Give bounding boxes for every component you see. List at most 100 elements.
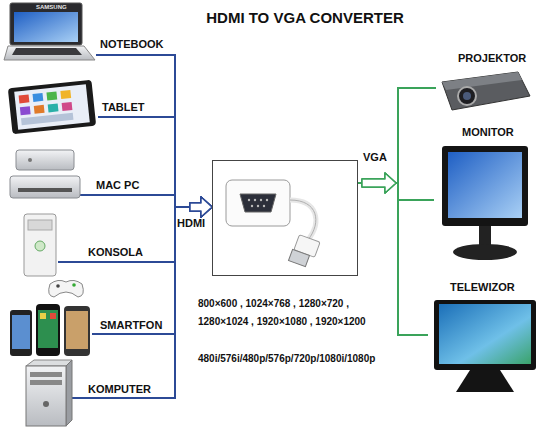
device-label-box: TABLET [4, 78, 148, 134]
console-icon-part [72, 283, 76, 287]
display-label-box: PROJEKTOR [436, 50, 532, 114]
display-label-box: MONITOR [434, 124, 534, 264]
projector-icon-part [458, 87, 476, 105]
connector [148, 117, 212, 217]
device-wire-part [96, 54, 175, 56]
converter-box: HDMIVGA [212, 160, 358, 276]
projector-icon-part [463, 92, 471, 100]
bus-line [167, 55, 192, 207]
console-icon-part [28, 220, 52, 230]
brand-label: SAMSUNG [36, 4, 67, 11]
converter-adapter-part [266, 199, 268, 201]
connector [358, 173, 428, 335]
device-name: NOTEBOOK [100, 38, 164, 51]
device-label-box: KOMPUTER [18, 362, 154, 426]
connector [154, 197, 212, 398]
device-label-box: SMARTFON [8, 302, 166, 360]
device-label-box: MAC PC [8, 148, 143, 200]
converter-adapter [226, 180, 320, 267]
connector [358, 88, 436, 193]
smartphone-icon-part [36, 304, 60, 356]
projector-icon [442, 72, 530, 110]
mac-pc-icon [10, 150, 80, 198]
arrow-head [190, 197, 212, 217]
signal-label: HDMI [177, 217, 205, 230]
tablet-icon-part [60, 90, 71, 99]
smartphone-icon-part [38, 310, 58, 348]
arrow-head [362, 173, 396, 193]
converter-adapter-part [226, 180, 290, 226]
laptop-icon [4, 3, 95, 60]
resolution-list: 800×600 , 1024×768 , 1280×720 , [198, 298, 349, 310]
console-icon-part [24, 214, 56, 276]
device-name: KONSOLA [88, 246, 143, 259]
monitor-icon-part [442, 146, 528, 226]
resolution-list: 1280×1024 , 1920×1080 , 1920×1200 [198, 316, 366, 328]
smartphone-icon-part [50, 313, 56, 319]
converter-adapter-part [240, 194, 276, 212]
diagram-title: HDMI TO VGA CONVERTER [160, 9, 450, 27]
mac-pc-icon-part [28, 158, 32, 162]
console-icon-part [49, 280, 84, 297]
connector [358, 173, 434, 200]
device-name: SMARTFON [100, 319, 162, 332]
bus-line [148, 117, 192, 207]
tablet-icon-part [14, 84, 90, 129]
laptop-icon-part [12, 48, 82, 55]
smartphone-icon-part [40, 313, 46, 319]
arrow-head [362, 173, 396, 193]
converter-adapter-part [260, 199, 262, 201]
laptop-icon-part [4, 46, 95, 60]
tablet-icon-part [62, 102, 73, 111]
device-name: PROJEKTOR [458, 52, 526, 65]
mac-pc-icon-part [16, 150, 74, 170]
laptop-icon-part [14, 12, 78, 42]
tablet-icon-part [46, 91, 57, 100]
television-icon [434, 300, 536, 392]
signal-label: VGA [363, 151, 387, 164]
arrow-head [190, 197, 212, 217]
television-icon-part [434, 300, 536, 370]
device-name: TABLET [102, 101, 145, 114]
bus-line [358, 183, 428, 335]
arrow-head [190, 197, 212, 217]
bus-line [154, 207, 192, 398]
bus-line [146, 207, 192, 262]
converter-adapter-part [257, 205, 259, 207]
computer-icon-part [30, 380, 62, 385]
converter-adapter-part [248, 199, 250, 201]
device-name: MONITOR [462, 126, 514, 139]
display-label-box: TELEWIZOR [428, 279, 538, 399]
tablet-icon-part [34, 105, 45, 114]
mac-pc-icon-part [18, 188, 72, 192]
video-mode-list: 480i/576i/480p/576p/720p/1080i/1080p [198, 353, 375, 365]
converter-adapter-part [251, 205, 253, 207]
monitor-icon-part [448, 152, 522, 218]
converter-adapter-part [254, 199, 256, 201]
smartphone-icon-part [12, 315, 30, 349]
converter-adapter-part [290, 200, 316, 240]
device-name: TELEWIZOR [450, 281, 515, 294]
converter-adapter-part [290, 200, 316, 240]
laptop-icon-part [10, 3, 82, 45]
converter-adapter-part [288, 249, 309, 266]
device-name: KOMPUTER [88, 383, 151, 396]
smartphone-icon-part [10, 310, 32, 356]
computer-icon-part [30, 372, 62, 377]
bus-line [143, 195, 192, 207]
console-icon-part [35, 241, 45, 251]
smartphone-icon-part [64, 306, 90, 356]
computer-icon-part [66, 360, 72, 426]
connector [166, 197, 212, 334]
computer-icon-part [43, 401, 49, 407]
computer-icon [26, 360, 72, 426]
console-icon [24, 214, 83, 297]
device-label-box: NOTEBOOK [4, 2, 167, 62]
tablet-icon-part [20, 106, 31, 115]
projector-icon-part [442, 72, 522, 90]
smartphone-icon-part [66, 311, 88, 349]
tablet-icon-part [48, 103, 59, 112]
mac-pc-icon-part [10, 176, 80, 198]
